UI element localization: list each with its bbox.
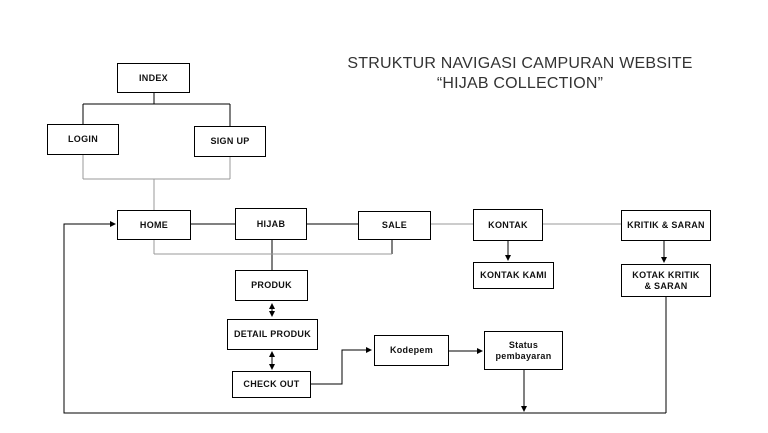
node-produk: PRODUK <box>235 270 308 301</box>
node-hijab: HIJAB <box>235 208 307 240</box>
node-status-pembayaran: Status pembayaran <box>484 331 563 370</box>
index-connectors <box>82 93 231 126</box>
title-line-1: STRUKTUR NAVIGASI CAMPURAN WEBSITE <box>347 55 693 72</box>
node-kotak-kritik-saran: KOTAK KRITIK & SARAN <box>621 264 711 297</box>
node-sale: SALE <box>358 211 431 240</box>
diagram-title: STRUKTUR NAVIGASI CAMPURAN WEBSITE “HIJA… <box>330 54 710 94</box>
node-kodepem: Kodepem <box>374 335 449 366</box>
node-login: LOGIN <box>47 124 119 155</box>
node-kontak: KONTAK <box>473 209 543 241</box>
node-signup: SIGN UP <box>194 126 266 157</box>
node-index: INDEX <box>117 63 190 93</box>
menu-gray-connectors <box>153 223 621 255</box>
node-check-out: CHECK OUT <box>232 371 311 398</box>
title-line-2: “HIJAB COLLECTION” <box>436 75 604 92</box>
node-detail-produk: DETAIL PRODUK <box>227 319 318 350</box>
node-kontak-kami: KONTAK KAMI <box>473 262 554 289</box>
return-loop-connector <box>63 221 667 414</box>
login-signup-gray-connectors <box>82 155 231 210</box>
node-kritik-saran: KRITIK & SARAN <box>621 210 711 241</box>
node-home: HOME <box>117 210 191 240</box>
product-flow-connectors <box>269 303 527 412</box>
menu-connectors <box>191 223 667 270</box>
